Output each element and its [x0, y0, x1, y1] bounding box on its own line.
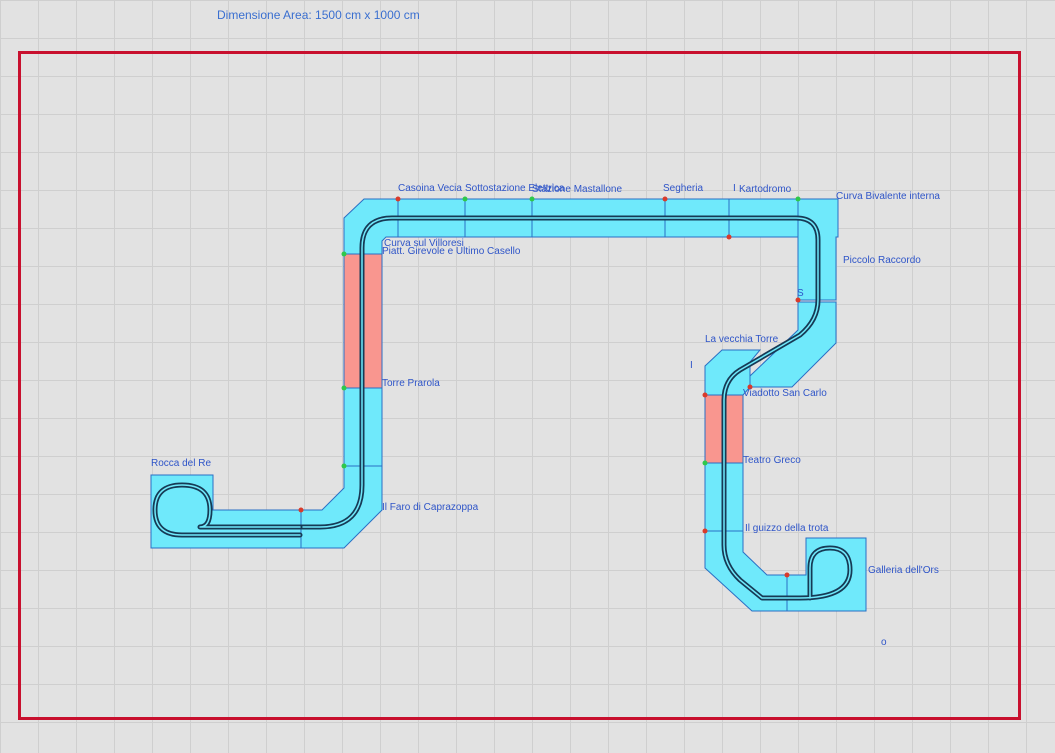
module-faro[interactable] — [300, 465, 383, 549]
connection-point[interactable] — [795, 297, 801, 303]
label-mastallone: Stazione Mastallone — [532, 184, 623, 195]
area-border — [18, 51, 1021, 720]
connection-point[interactable] — [662, 196, 668, 202]
label-teatro-greco: Teatro Greco — [743, 455, 801, 466]
connection-point[interactable] — [726, 234, 732, 240]
label-kartodromo: Kartodromo — [739, 184, 792, 195]
label-rocca-del-re: Rocca del Re — [151, 458, 212, 469]
connection-point[interactable] — [462, 196, 468, 202]
label-torre-prarola: Torre Prarola — [382, 378, 440, 389]
label-sottostazione: Sottostazione Elettrica — [465, 183, 565, 194]
label-casoina-vecia: Casoina Vecia — [398, 183, 462, 194]
label-faro: Il Faro di Caprazoppa — [382, 502, 479, 513]
label-il-marker: I — [733, 183, 736, 194]
label-piatt-girevole: Piatt. Girevole e Ultimo Casello — [382, 246, 521, 257]
label-o-marker: o — [881, 637, 887, 648]
connection-point[interactable] — [341, 251, 347, 257]
connection-point[interactable] — [702, 392, 708, 398]
module-piccolo-raccordo-right[interactable] — [704, 349, 762, 396]
label-curva-bivalente: Curva Bivalente interna — [836, 191, 940, 202]
connection-point[interactable] — [395, 196, 401, 202]
label-guizzo: Il guizzo della trota — [745, 523, 829, 534]
connection-point[interactable] — [795, 196, 801, 202]
connection-point[interactable] — [341, 463, 347, 469]
label-la-vecchia-torre: La vecchia Torre — [705, 334, 779, 345]
label-i-marker: I — [690, 360, 693, 371]
connection-point[interactable] — [298, 507, 304, 513]
track-main-inner — [299, 217, 851, 599]
label-s-marker: S — [797, 288, 804, 299]
connection-point[interactable] — [529, 196, 535, 202]
connection-point[interactable] — [747, 384, 753, 390]
label-viadotto: Viadotto San Carlo — [743, 388, 827, 399]
area-dimension-label: Dimensione Area: 1500 cm x 1000 cm — [217, 8, 420, 22]
connection-point[interactable] — [702, 460, 708, 466]
label-curva-villoresi: Curva sul Villoresi — [384, 238, 464, 249]
label-galleria: Galleria dell'Ors — [868, 565, 939, 576]
label-piccolo-raccordo: Piccolo Raccordo — [843, 255, 921, 266]
connection-point[interactable] — [702, 528, 708, 534]
connection-point[interactable] — [784, 572, 790, 578]
connection-point[interactable] — [341, 385, 347, 391]
label-segheria: Segheria — [663, 183, 704, 194]
track-rocca-loop-inner — [154, 484, 301, 536]
module-la-vecchia-torre[interactable] — [749, 301, 837, 388]
